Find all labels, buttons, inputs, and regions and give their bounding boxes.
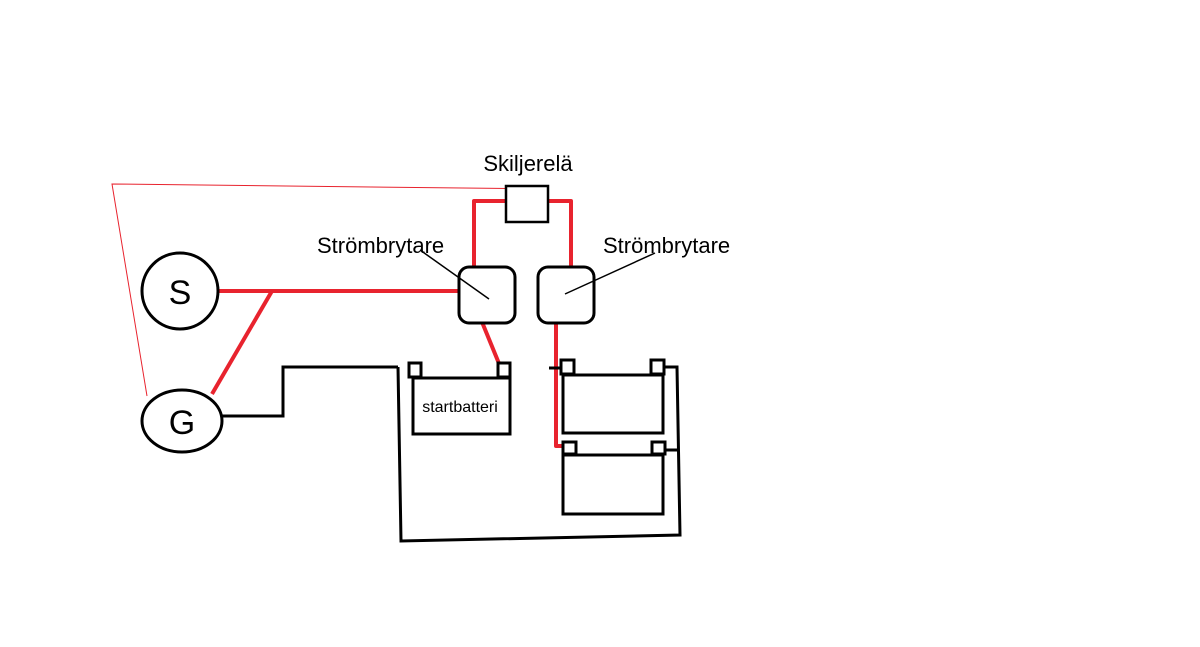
left-switch-label: Strömbrytare: [317, 233, 444, 258]
circle-g-label: G: [169, 404, 195, 442]
left-switch-pointer: [419, 249, 490, 300]
wire-g-to-ground: [222, 365, 398, 418]
start-battery-terminal-right: [496, 361, 512, 379]
positive-wires: [210, 199, 573, 448]
house-battery-2: [561, 440, 667, 516]
house-battery-2-terminal-left: [561, 440, 578, 456]
wire-left-switch-to-relay: [472, 199, 507, 268]
wire-left-switch-to-start-battery: [480, 321, 502, 367]
relay-box: [504, 184, 550, 224]
circle-s: S: [140, 251, 220, 331]
thin-sense-wire: [111, 183, 549, 397]
circle-s-label: S: [169, 274, 192, 312]
start-battery: startbatteri: [407, 361, 512, 436]
circle-g: G: [140, 388, 224, 454]
wire-junction-to-g: [210, 289, 274, 396]
right-switch: [536, 265, 596, 325]
right-switch-pointer: [564, 252, 656, 295]
house-battery-1-terminal-right: [649, 358, 666, 376]
relay-label: Skiljerelä: [483, 151, 573, 176]
house-battery-2-terminal-right: [650, 440, 667, 456]
house-battery-1-terminal-left: [559, 358, 576, 376]
left-switch: [457, 265, 517, 325]
right-switch-label: Strömbrytare: [603, 233, 730, 258]
start-battery-terminal-left: [407, 361, 423, 379]
start-battery-label: startbatteri: [422, 399, 498, 416]
ground-loop: [396, 365, 682, 543]
wire-relay-to-right-switch: [547, 199, 573, 268]
house-battery-1: [559, 358, 666, 435]
